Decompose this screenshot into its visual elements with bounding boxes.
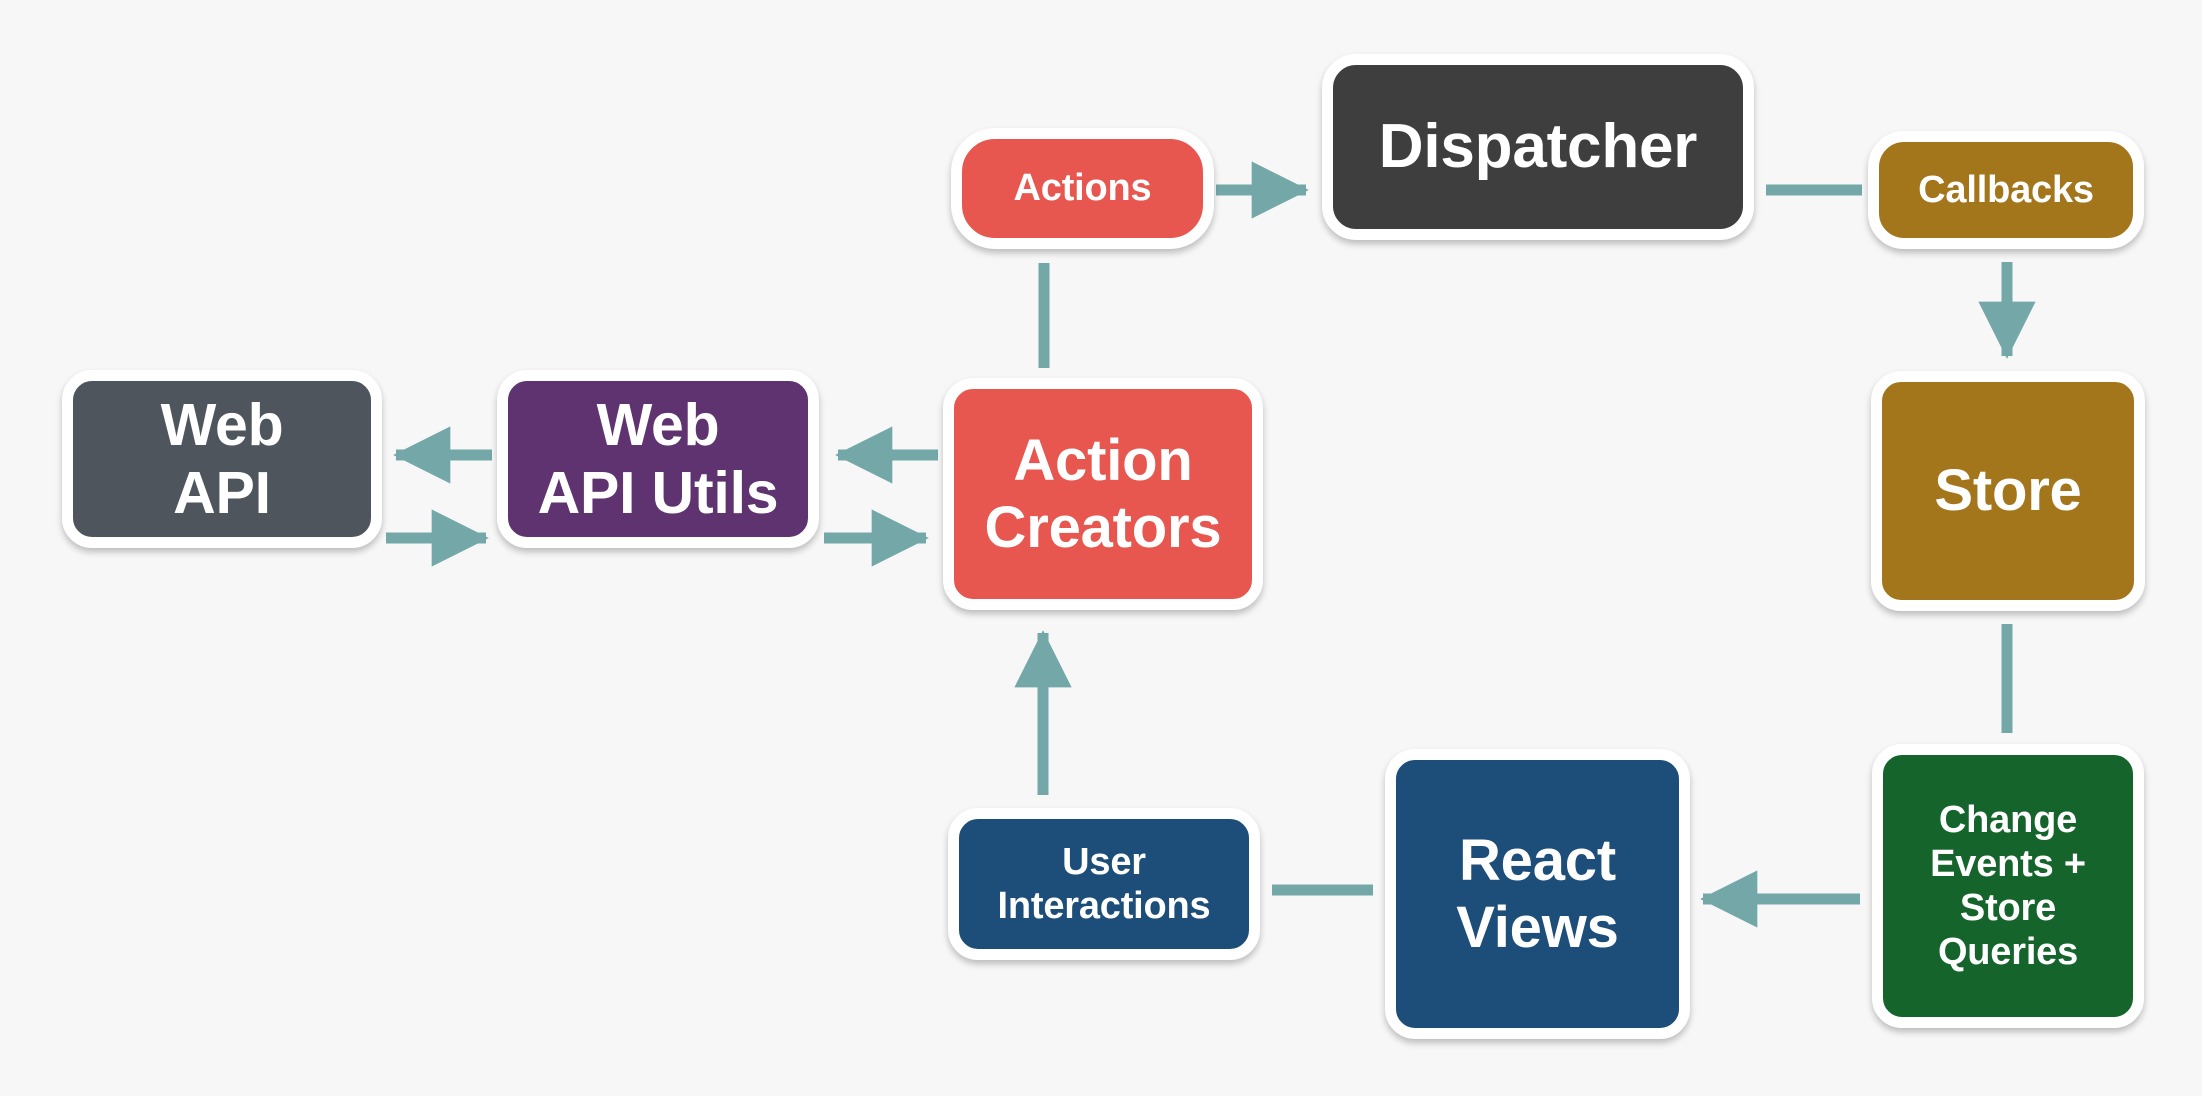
node-web-api-utils-label: Web API Utils (537, 391, 779, 526)
node-callbacks[interactable]: Callbacks (1868, 131, 2144, 249)
node-action-creators-label: Action Creators (984, 427, 1222, 560)
node-react-views-label: React Views (1456, 827, 1619, 960)
node-action-creators[interactable]: Action Creators (943, 378, 1263, 610)
node-user-interactions-label: User Interactions (997, 840, 1211, 927)
node-store-label: Store (1934, 458, 2082, 524)
node-web-api-utils[interactable]: Web API Utils (497, 370, 819, 548)
node-store[interactable]: Store (1871, 371, 2145, 611)
node-actions-label: Actions (1013, 167, 1152, 210)
node-change-events[interactable]: Change Events + Store Queries (1872, 744, 2144, 1028)
node-react-views[interactable]: React Views (1385, 749, 1690, 1039)
node-web-api-label: Web API (160, 391, 284, 526)
node-actions[interactable]: Actions (951, 128, 1214, 249)
node-dispatcher-label: Dispatcher (1378, 112, 1698, 182)
node-web-api[interactable]: Web API (62, 370, 382, 548)
node-user-interactions[interactable]: User Interactions (948, 808, 1260, 960)
node-change-events-label: Change Events + Store Queries (1930, 798, 2086, 974)
node-callbacks-label: Callbacks (1918, 168, 2094, 211)
node-dispatcher[interactable]: Dispatcher (1322, 54, 1754, 240)
